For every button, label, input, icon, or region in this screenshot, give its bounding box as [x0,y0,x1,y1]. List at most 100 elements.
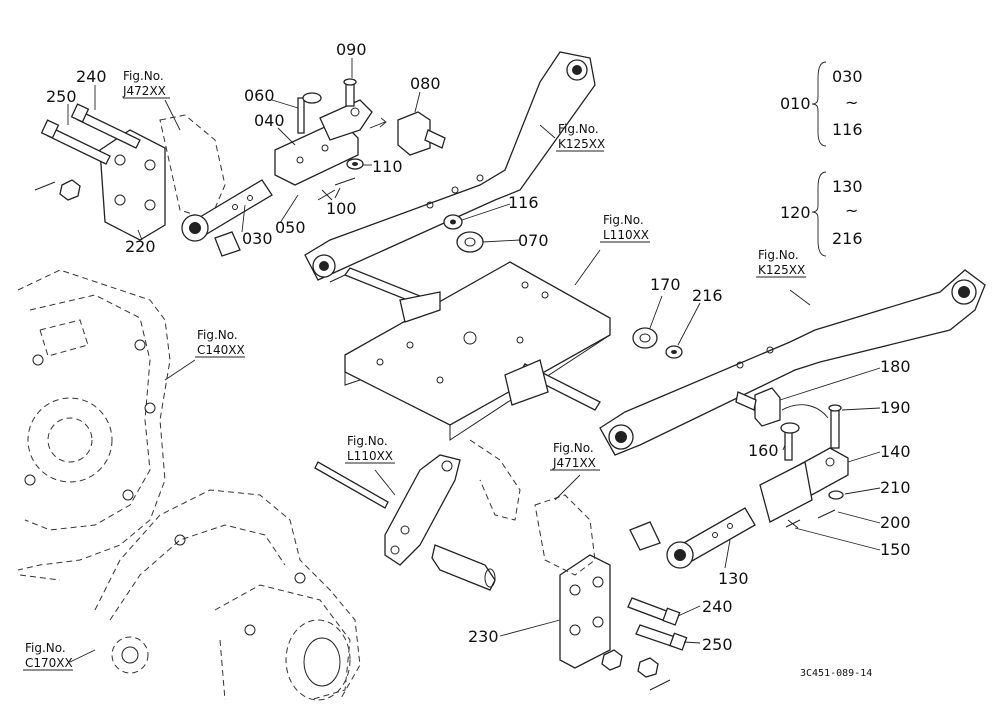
stud-rod [314,461,389,509]
fig-ref-j471xx: Fig.No. J471XX [550,441,600,471]
cross-shaft-lower [504,359,601,411]
callout-130: 130 [718,569,749,588]
fig-ref-line1: Fig.No. [123,69,164,83]
fig-ref-line2: C140XX [197,343,245,357]
bracket-180 [735,387,781,427]
callout-216: 216 [692,286,723,305]
pin-160 [780,422,800,461]
fig-ref-k125xx-lower: Fig.No. K125XX [756,248,806,278]
nut-070 [456,231,484,253]
lift-arm-lower [599,269,986,456]
callout-200: 200 [880,513,911,532]
callout-100: 100 [326,199,357,218]
part-callouts: 240 250 060 090 080 040 110 100 050 030 … [46,40,911,654]
group-120-label: 120 [780,203,811,222]
bolt-250-right [635,624,688,651]
callout-040: 040 [254,111,285,130]
callout-070: 070 [518,231,549,250]
right-mounting-bracket-230 [534,494,611,669]
callout-160: 160 [748,441,779,460]
fig-ref-line2: L110XX [347,449,393,463]
callout-180: 180 [880,357,911,376]
callout-190: 190 [880,398,911,417]
fig-ref-line1: Fig.No. [758,248,799,262]
fig-ref-line2: K125XX [558,137,605,151]
group-010: 010 030 ~ 116 [780,67,863,139]
group-120-from: 130 [832,177,863,196]
fig-ref-line1: Fig.No. [197,328,238,342]
assembly-arrow-upper [369,117,387,129]
rear-housing-bottom [94,489,361,701]
callout-240-right: 240 [702,597,733,616]
callout-230: 230 [468,627,499,646]
fig-ref-line1: Fig.No. [553,441,594,455]
pin-090 [343,78,357,107]
washer-210 [828,490,844,500]
pin-190 [828,404,842,449]
washer-110 [346,158,364,170]
group-010-from: 030 [832,67,863,86]
bolt-240-left [70,103,141,149]
fig-ref-c170xx: Fig.No. C170XX [23,641,73,671]
group-010-to: 116 [832,120,863,139]
bracket-080 [397,111,446,156]
callout-060: 060 [244,86,275,105]
callout-250: 250 [46,87,77,106]
callout-030: 030 [242,229,273,248]
turnbuckle-rod-130 [666,507,756,569]
callout-080: 080 [410,74,441,93]
lift-arm-upper [304,51,596,281]
assembly-arrow-lower [781,404,829,419]
fig-ref-line2: K125XX [758,263,805,277]
leader-lines [67,58,881,663]
fig-ref-line1: Fig.No. [603,213,644,227]
callout-210: 210 [880,478,911,497]
fig-ref-k125xx-upper: Fig.No. K125XX [556,122,605,152]
washer-216 [665,345,683,359]
group-120-tilde: ~ [845,201,858,220]
fig-ref-l110xx-lower: Fig.No. L110XX [345,434,395,464]
lower-link-bracket [384,439,521,566]
fig-ref-line1: Fig.No. [347,434,388,448]
washer-116 [443,214,463,230]
group-010-tilde: ~ [845,93,858,112]
nuts-right [601,649,671,691]
sleeve-lower [759,461,813,523]
fig-ref-line2: C170XX [25,656,73,670]
bushing-left [214,231,241,257]
center-bracket-plate [344,261,611,441]
callout-050: 050 [275,218,306,237]
bolt-250-left [40,119,111,165]
turnbuckle-rod-030 [181,179,273,242]
callout-116: 116 [508,193,539,212]
callout-250-right: 250 [702,635,733,654]
bushing-right [629,521,661,551]
callout-150: 150 [880,540,911,559]
spacer-tube [431,544,496,591]
bolt-240-right [627,597,681,626]
group-120: 120 130 ~ 216 [780,177,863,248]
fig-ref-j472xx: Fig.No. J472XX [122,69,170,99]
fig-ref-c140xx: Fig.No. C140XX [195,328,245,358]
callout-090: 090 [336,40,367,59]
fig-ref-line1: Fig.No. [558,122,599,136]
fig-ref-line2: J472XX [122,84,166,98]
pin-100-and-050 [317,177,356,201]
nut-170 [632,327,658,349]
brace-group-120 [811,171,827,257]
callout-170: 170 [650,275,681,294]
left-mounting-bracket [99,114,226,241]
fig-ref-line1: Fig.No. [25,641,66,655]
fig-ref-line2: L110XX [603,228,649,242]
cross-shaft-upper [329,267,441,323]
nuts-left [34,179,81,201]
fig-ref-line2: J471XX [552,456,596,470]
drawing-code: 3C451-089-14 [800,668,872,679]
callout-140: 140 [880,442,911,461]
brace-group-010 [811,61,827,147]
callout-110: 110 [372,157,403,176]
pin-200-and-150 [785,509,836,529]
callout-240: 240 [76,67,107,86]
